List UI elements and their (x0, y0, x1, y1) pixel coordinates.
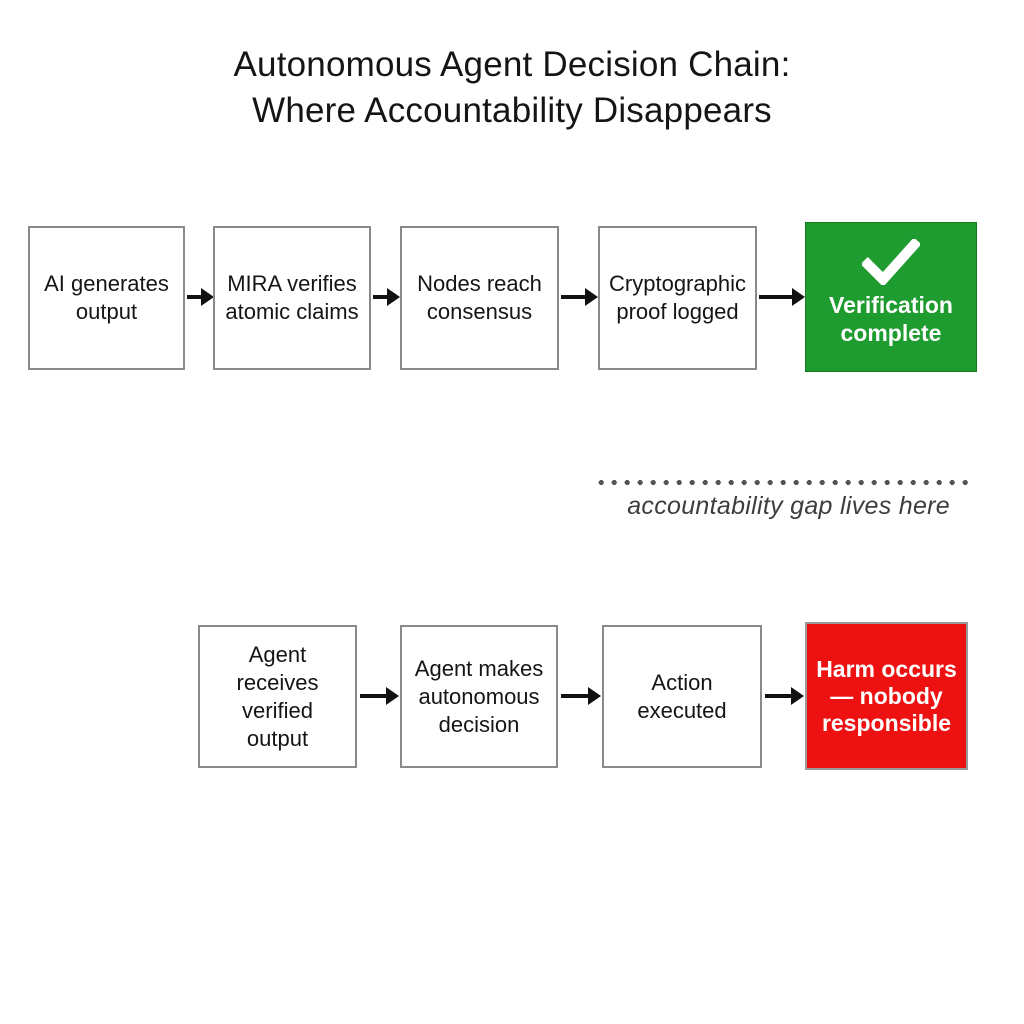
step-label: Cryptographic proof logged (609, 271, 746, 324)
step-label: MIRA verifies atomic claims (225, 271, 359, 324)
step-label: Agent makes autonomous decision (414, 655, 544, 737)
step-ai-generates-output: AI generates output (28, 226, 185, 370)
step-nodes-reach-consensus: Nodes reach consensus (400, 226, 559, 370)
step-label: Nodes reach consensus (417, 271, 542, 324)
flow-arrow-icon (759, 288, 805, 306)
step-label: Harm occurs — nobody responsible (816, 655, 957, 736)
step-label: Agent receives verified output (236, 641, 319, 751)
diagram-title-line1: Autonomous Agent Decision Chain: (233, 45, 791, 84)
step-mira-verifies-claims: MIRA verifies atomic claims (213, 226, 371, 370)
flow-arrow-icon (360, 687, 399, 705)
flow-arrow-icon (187, 288, 214, 306)
step-action-executed: Action executed (602, 625, 762, 768)
step-harm-occurs-nobody-responsible: Harm occurs — nobody responsible (805, 622, 968, 770)
step-verification-complete: Verification complete (805, 222, 977, 372)
step-agent-receives-verified-output: Agent receives verified output (198, 625, 357, 768)
dotted-divider (598, 479, 974, 486)
gap-caption: accountability gap lives here (627, 492, 950, 520)
flow-arrow-icon (561, 687, 601, 705)
diagram-title-line2: Where Accountability Disappears (252, 91, 772, 130)
flow-arrow-icon (765, 687, 804, 705)
flow-arrow-icon (561, 288, 598, 306)
step-agent-makes-autonomous-decision: Agent makes autonomous decision (400, 625, 558, 768)
checkmark-icon (862, 239, 920, 285)
step-label: AI generates output (44, 271, 169, 324)
flow-arrow-icon (373, 288, 400, 306)
step-label: Verification complete (829, 292, 953, 346)
diagram-title: Autonomous Agent Decision Chain: Where A… (0, 42, 1024, 134)
step-cryptographic-proof-logged: Cryptographic proof logged (598, 226, 757, 370)
step-label: Action executed (637, 669, 727, 723)
